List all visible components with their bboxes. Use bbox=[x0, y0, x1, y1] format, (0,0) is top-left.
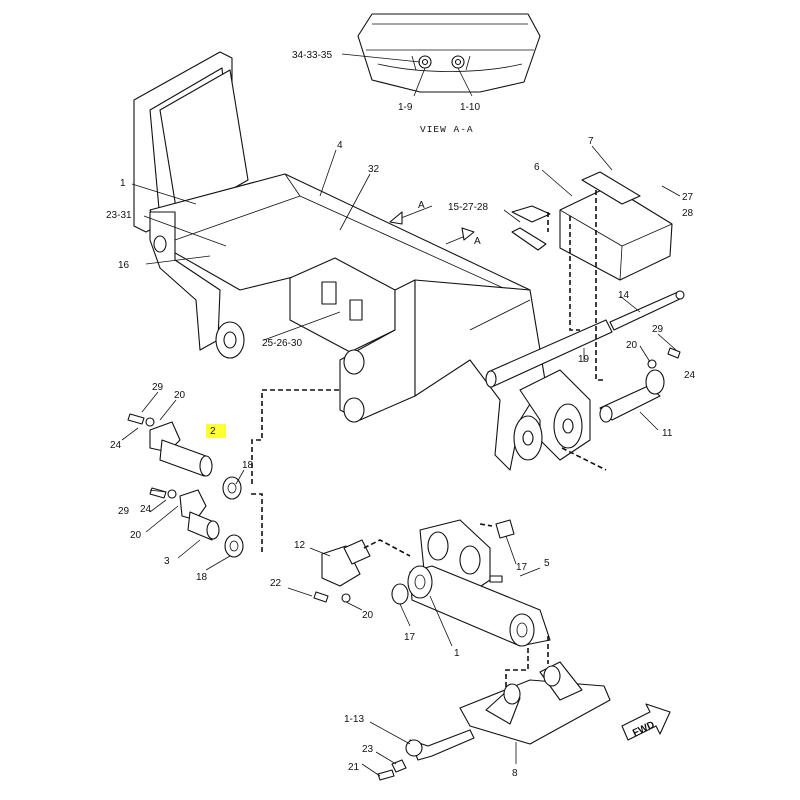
callout-7: 7 bbox=[588, 136, 594, 147]
rod-14 bbox=[609, 290, 685, 331]
callout-20-left: 20 bbox=[174, 390, 186, 401]
callout-20-right: 20 bbox=[626, 340, 638, 351]
view-label: VIEW A-A bbox=[420, 124, 474, 135]
callout-24-lower: 24 bbox=[140, 504, 152, 515]
highlight-box bbox=[206, 424, 226, 438]
callout-25-26-30: 25-26-30 bbox=[262, 338, 302, 349]
pin-3-group bbox=[149, 487, 244, 558]
callout-28: 28 bbox=[682, 208, 694, 219]
callout-12: 12 bbox=[294, 540, 306, 551]
callout-24-left: 24 bbox=[110, 440, 122, 451]
callout-2: 2 bbox=[210, 426, 216, 437]
view-arrows bbox=[389, 205, 475, 245]
callout-20-lower: 20 bbox=[130, 530, 142, 541]
callout-29-lower: 29 bbox=[118, 506, 130, 517]
pin-2-group bbox=[127, 413, 242, 500]
callout-15-27-28: 15-27-28 bbox=[448, 202, 488, 213]
callout-a-upper: A bbox=[418, 200, 425, 211]
callout-27: 27 bbox=[682, 192, 694, 203]
callout-11: 11 bbox=[662, 428, 673, 439]
linkage-assembly bbox=[313, 519, 551, 647]
callout-1: 1 bbox=[120, 178, 126, 189]
callout-29-right: 29 bbox=[652, 324, 664, 335]
callout-20-mid: 20 bbox=[362, 610, 374, 621]
callout-6: 6 bbox=[534, 162, 540, 173]
callout-labels: 34-33-35 1-9 1-10 1 4 32 7 6 27 28 23-31… bbox=[106, 50, 696, 779]
callout-21: 21 bbox=[348, 762, 360, 773]
callout-1-13: 1-13 bbox=[344, 714, 364, 725]
callout-23: 23 bbox=[362, 744, 374, 755]
fwd-arrow-icon: FWD bbox=[621, 703, 671, 741]
callout-a-lower: A bbox=[474, 236, 481, 247]
callout-16: 16 bbox=[118, 260, 130, 271]
callout-29-left: 29 bbox=[152, 382, 164, 393]
callout-1-lower: 1 bbox=[454, 648, 460, 659]
callout-1-9: 1-9 bbox=[398, 102, 413, 113]
callout-1-10: 1-10 bbox=[460, 102, 480, 113]
callout-24-right: 24 bbox=[684, 370, 696, 381]
main-frame bbox=[133, 51, 613, 471]
callout-4: 4 bbox=[337, 140, 343, 151]
callout-18-lower: 18 bbox=[196, 572, 208, 583]
callout-17-left: 17 bbox=[404, 632, 416, 643]
callout-5: 5 bbox=[544, 558, 550, 569]
callout-18-upper: 18 bbox=[242, 460, 254, 471]
callout-14: 14 bbox=[618, 290, 630, 301]
view-a-a-inset bbox=[357, 13, 541, 93]
callout-32: 32 bbox=[368, 164, 380, 175]
callout-8: 8 bbox=[512, 768, 518, 779]
callout-34-33-35: 34-33-35 bbox=[292, 50, 332, 61]
cover-assembly bbox=[511, 171, 673, 281]
leader-lines bbox=[121, 53, 681, 777]
assembly-lines bbox=[248, 190, 607, 688]
pin-11 bbox=[599, 347, 681, 423]
callout-17-right: 17 bbox=[516, 562, 528, 573]
bracket-8 bbox=[377, 661, 611, 781]
callout-3: 3 bbox=[164, 556, 170, 567]
callout-23-31: 23-31 bbox=[106, 210, 132, 221]
callout-19: 19 bbox=[578, 354, 590, 365]
callout-22: 22 bbox=[270, 578, 282, 589]
